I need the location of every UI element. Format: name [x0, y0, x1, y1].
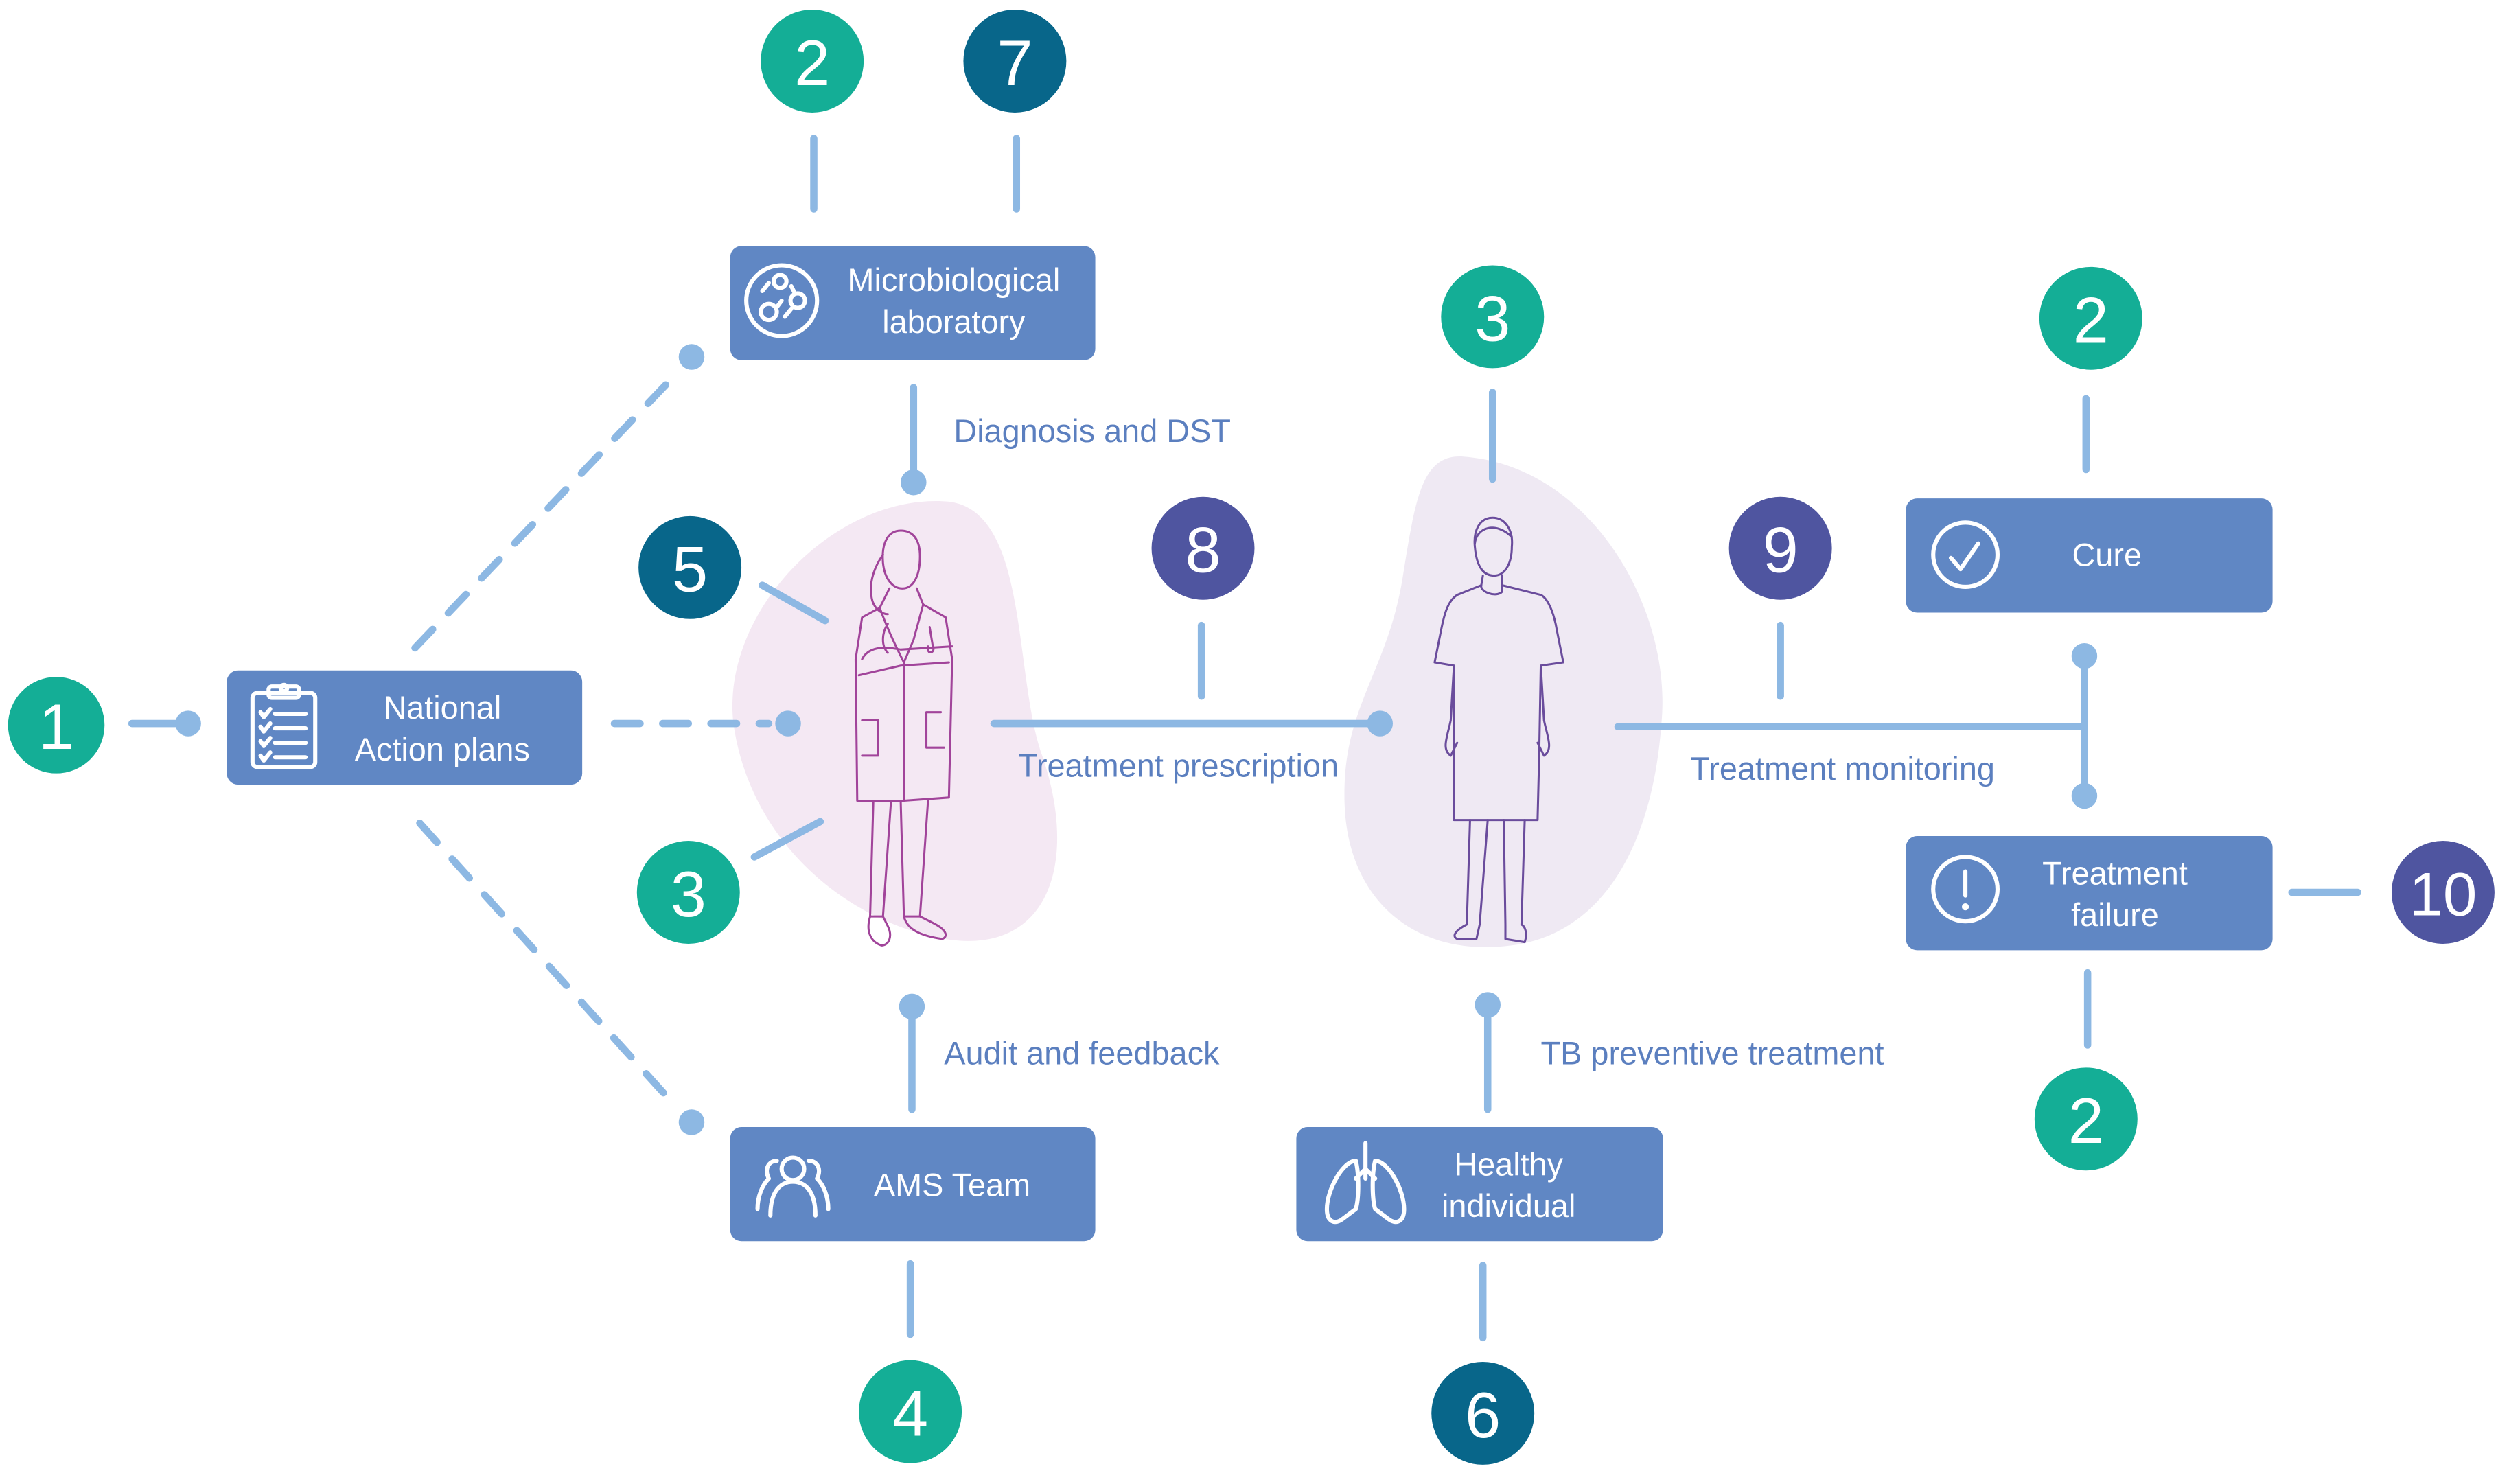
- exclamation-circle-icon: [1931, 855, 2000, 924]
- node-label: failure: [2071, 897, 2159, 933]
- svg-text:2: 2: [2068, 1085, 2104, 1157]
- badge-10-failure[interactable]: 10: [2391, 841, 2495, 944]
- doctor-figure-icon: [854, 529, 953, 947]
- badge-5-doctor[interactable]: 5: [638, 515, 742, 619]
- badge-8-prescription[interactable]: 8: [1151, 496, 1255, 600]
- edge-label-prescription: Treatment prescription: [1018, 747, 1339, 783]
- badge-3-doctor[interactable]: 3: [636, 841, 740, 944]
- svg-text:9: 9: [1763, 514, 1799, 586]
- dashed-connector-national-lab: [411, 371, 680, 652]
- petri-dish-icon: [744, 263, 820, 338]
- badge-2-lab[interactable]: 2: [761, 10, 864, 113]
- edge-label-preventive: TB preventive treatment: [1541, 1036, 1884, 1071]
- svg-text:2: 2: [2073, 284, 2109, 356]
- edge-label-diagnosis: Diagnosis and DST: [953, 413, 1231, 449]
- node-label: Microbiological: [847, 262, 1060, 298]
- svg-text:6: 6: [1465, 1379, 1501, 1451]
- connector-dot: [2071, 782, 2098, 809]
- connector-dot: [678, 1109, 705, 1135]
- connector-dot: [1475, 992, 1501, 1018]
- badge-1[interactable]: 1: [8, 677, 105, 774]
- node-label: Cure: [2072, 537, 2142, 573]
- patient-background-blob: [1344, 456, 1663, 947]
- node-label: National: [383, 690, 501, 726]
- node-label: Healthy: [1454, 1146, 1563, 1182]
- node-healthy-individual[interactable]: Healthy individual: [1296, 1126, 1663, 1242]
- connector-dot: [175, 710, 201, 737]
- connector-dot: [901, 469, 927, 496]
- svg-text:3: 3: [1475, 282, 1510, 354]
- node-label: AMS Team: [874, 1168, 1030, 1203]
- connector-dot: [2071, 642, 2098, 669]
- badge-2-cure[interactable]: 2: [2039, 266, 2142, 370]
- node-treatment-failure[interactable]: Treatment failure: [1906, 836, 2273, 951]
- svg-text:7: 7: [997, 27, 1032, 99]
- connector-dot: [678, 344, 705, 370]
- dashed-connector-national-ams: [416, 820, 680, 1110]
- clipboard-checklist-icon: [250, 682, 318, 769]
- connector-dot: [1367, 710, 1393, 737]
- edge-label-audit: Audit and feedback: [944, 1036, 1220, 1071]
- node-label: Action plans: [355, 732, 530, 767]
- badge-9-monitoring[interactable]: 9: [1728, 496, 1832, 600]
- badge-4-ams[interactable]: 4: [859, 1360, 962, 1463]
- node-label: laboratory: [882, 304, 1026, 340]
- connector-badge3-doctor: [750, 818, 824, 861]
- badge-6-healthy[interactable]: 6: [1431, 1361, 1535, 1465]
- node-microbiological-laboratory[interactable]: Microbiological laboratory: [730, 246, 1096, 360]
- edge-label-monitoring: Treatment monitoring: [1690, 751, 1995, 787]
- node-label: Treatment: [2042, 855, 2188, 891]
- check-circle-icon: [1931, 520, 2000, 590]
- node-national-action-plans[interactable]: National Action plans: [227, 670, 583, 785]
- svg-text:1: 1: [38, 691, 74, 763]
- team-people-icon: [755, 1155, 831, 1218]
- node-label: individual: [1442, 1188, 1575, 1224]
- svg-text:5: 5: [672, 533, 708, 605]
- lungs-icon: [1324, 1141, 1407, 1225]
- badge-7-lab[interactable]: 7: [963, 10, 1067, 113]
- svg-text:2: 2: [794, 27, 830, 99]
- svg-text:10: 10: [2409, 859, 2477, 928]
- patient-figure-icon: [1433, 516, 1564, 944]
- badge-3-patient[interactable]: 3: [1441, 265, 1545, 369]
- connector-dot: [775, 710, 801, 737]
- connector-dot: [899, 993, 925, 1020]
- node-ams-team[interactable]: AMS Team: [730, 1126, 1096, 1242]
- node-cure[interactable]: Cure: [1906, 498, 2273, 613]
- badge-2-failure[interactable]: 2: [2034, 1067, 2138, 1171]
- connector-badge5-doctor: [759, 581, 829, 625]
- svg-text:3: 3: [671, 858, 706, 930]
- svg-text:4: 4: [892, 1377, 928, 1449]
- svg-text:8: 8: [1185, 514, 1221, 586]
